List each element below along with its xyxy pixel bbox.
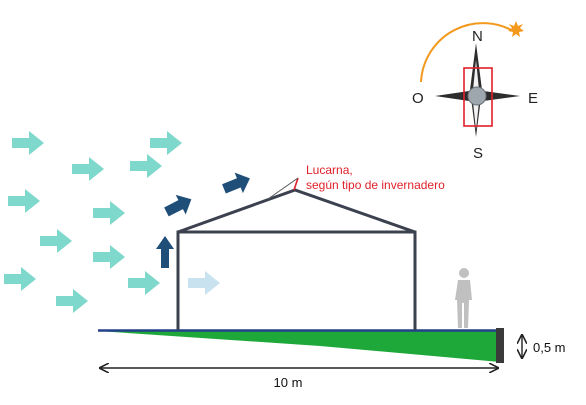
ground-edge-post [496,328,504,363]
wind-arrow [4,267,36,291]
compass-rose-icon [435,43,520,137]
skylight-opening [267,177,299,200]
person-silhouette [455,268,472,328]
wind-arrow [130,154,162,178]
wind-arrow [56,289,88,313]
sun-icon [508,21,524,37]
wind-arrow [8,189,40,213]
roof-flow-arrow [164,194,192,217]
upward-flow-arrow [156,236,174,268]
wind-arrow [72,157,104,181]
wind-arrow [93,201,125,225]
greenhouse-roof [177,188,416,234]
wind-arrow [150,131,182,155]
wind-arrow [93,245,125,269]
wind-arrows [4,131,182,313]
wind-arrow [128,271,160,295]
greenhouse-frame [176,230,417,330]
sun-path-arc [420,22,519,83]
wind-arrow [12,131,44,155]
ground-slope [98,331,500,362]
greenhouse-structure [176,188,417,330]
compass: N S O E [412,21,538,162]
skylight-label-line1: Lucarna, [306,163,353,177]
skylight-flap [293,177,299,191]
wind-arrow [40,229,72,253]
skylight-label-line2: según tipo de invernadero [306,178,445,192]
compass-east-label: E [528,90,538,107]
skylight-flow-arrow [222,172,250,194]
greenhouse-orientation-box [463,67,493,127]
inner-flow-arrow [188,271,220,295]
height-dimension-label: 0,5 m [533,340,566,355]
compass-north-label: N [472,28,483,45]
compass-west-label: O [412,90,424,107]
width-dimension-label: 10 m [274,375,303,390]
compass-south-label: S [473,145,483,162]
